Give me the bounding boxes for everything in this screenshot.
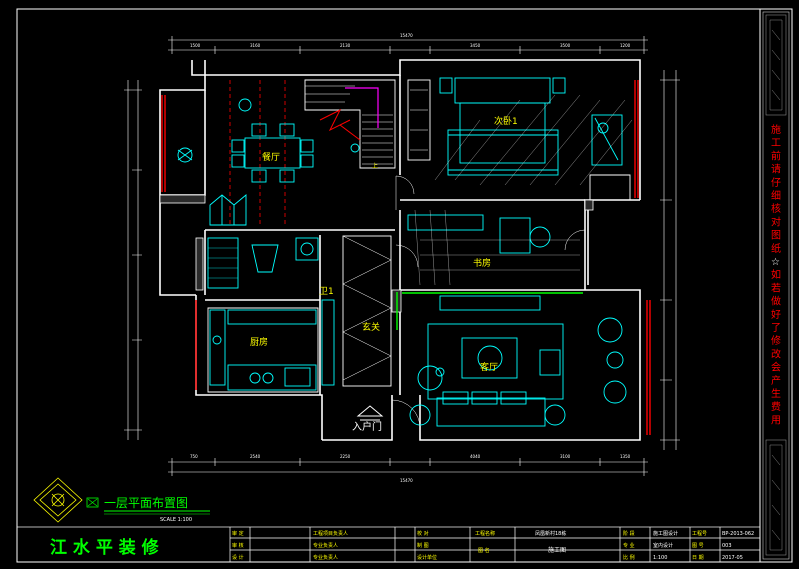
tb-spec-value: 施工图设计 (653, 530, 678, 537)
tb-code-label: 图 号 (692, 543, 704, 549)
side-note-char: 工 (771, 138, 781, 149)
entrance-arrow-icon (356, 405, 384, 421)
label-foyer: 玄关 (362, 321, 380, 333)
side-note-char: 修 (771, 334, 781, 347)
tb-code-value: 003 (722, 543, 732, 549)
tb-spec-label: 专 业 (623, 542, 635, 549)
svg-text:15470: 15470 (400, 33, 413, 38)
window-lines (161, 80, 651, 435)
svg-text:1200: 1200 (620, 43, 631, 48)
room-labels: 餐厅 次卧1 书房 客厅 厨房 玄关 卫1 上 入户门 (250, 115, 518, 433)
tb-left-label: 设 计 (232, 554, 244, 561)
tb-resp-label: 工程项目负责人 (313, 530, 348, 537)
dimension-text: 15470 1500 3160 2130 3450 3500 1200 750 2540 2… (190, 33, 631, 483)
drawing-title: 一层平面布置图 (104, 496, 188, 510)
side-note-char: 用 (771, 415, 781, 426)
side-note-char: 生 (771, 387, 781, 400)
side-note-char: 施 (771, 123, 781, 136)
tb-check-label: 校 对 (417, 530, 429, 537)
title-block (16, 526, 761, 563)
side-note-char: 好 (771, 309, 781, 321)
svg-text:3450: 3450 (470, 43, 481, 48)
svg-text:750: 750 (190, 454, 198, 459)
tb-code-value: 2017-05 (722, 555, 743, 561)
wall-fills (159, 194, 594, 313)
tb-resp-label: 专业负责人 (313, 554, 338, 561)
company-name: 江 水 平 装 修 (50, 537, 160, 558)
svg-text:15470: 15470 (400, 478, 413, 483)
side-note-char: 对 (771, 215, 781, 228)
tb-spec-value: 1:100 (653, 555, 667, 561)
tb-drawing-label: 图 名 (478, 547, 490, 554)
tb-drawing-value: 施工图 (548, 546, 566, 554)
side-note-char: 仔 (771, 177, 781, 189)
tb-code-label: 工程号 (692, 530, 707, 537)
drawing-scale: SCALE 1:100 (160, 517, 192, 523)
green-lines (396, 292, 583, 330)
svg-text:4040: 4040 (470, 454, 481, 459)
side-note-char: 如 (771, 268, 781, 281)
side-note-char: 图 (771, 230, 781, 242)
label-living: 客厅 (480, 361, 498, 373)
furniture (177, 77, 633, 429)
label-bedroom: 次卧1 (494, 115, 518, 127)
walls (159, 59, 641, 441)
svg-text:3160: 3160 (250, 43, 261, 48)
tb-resp-label: 专业负责人 (313, 542, 338, 549)
side-note-char: 了 (771, 322, 781, 334)
title-icon-box (86, 497, 99, 508)
side-note-char: 会 (771, 361, 781, 374)
svg-text:3500: 3500 (560, 43, 571, 48)
tb-check-label: 设计单位 (417, 554, 437, 561)
tb-spec-label: 阶 段 (623, 530, 635, 537)
tb-code-label: 日 期 (692, 555, 704, 561)
side-note-char: 若 (771, 281, 781, 294)
tb-spec-value: 室内设计 (653, 542, 673, 549)
tb-spec-label: 比 例 (623, 554, 635, 561)
tb-left-label: 审 定 (232, 530, 244, 537)
side-note-char: 前 (771, 149, 781, 162)
svg-text:3100: 3100 (560, 454, 571, 459)
label-stair-up: 上 (372, 162, 378, 170)
tb-code-value: BP-2013-062 (722, 531, 754, 537)
svg-text:2130: 2130 (340, 43, 351, 48)
svg-text:2250: 2250 (340, 454, 351, 459)
label-dining: 餐厅 (262, 151, 280, 163)
title-icon-cross (87, 498, 98, 507)
tb-project-value: 凤凰新村18栋 (535, 530, 566, 537)
emblem-icon (33, 477, 83, 523)
beam-lines (229, 80, 286, 225)
star-icon: ☆ (771, 257, 780, 268)
side-note-char: 改 (771, 347, 781, 360)
label-kitchen: 厨房 (250, 336, 268, 348)
tb-check-label: 制 图 (417, 542, 429, 549)
side-note-char: 做 (771, 295, 781, 308)
dimension-lines (124, 36, 680, 476)
side-note-char: 核 (771, 202, 781, 215)
label-wc: 卫1 (319, 287, 334, 297)
svg-text:1350: 1350 (620, 454, 631, 459)
side-note-char: 纸 (771, 242, 781, 255)
tb-left-label: 审 核 (232, 542, 244, 549)
side-note-char: 费 (771, 400, 781, 413)
side-note-char: 请 (771, 163, 781, 176)
svg-text:2540: 2540 (250, 454, 261, 459)
label-entrance: 入户门 (352, 420, 382, 433)
break-marks (319, 108, 361, 141)
tb-project-label: 工程名称 (475, 530, 495, 537)
label-study: 书房 (473, 257, 491, 269)
side-note-char: 细 (771, 189, 781, 202)
svg-text:1500: 1500 (190, 43, 201, 48)
side-note-char: 产 (771, 374, 781, 387)
